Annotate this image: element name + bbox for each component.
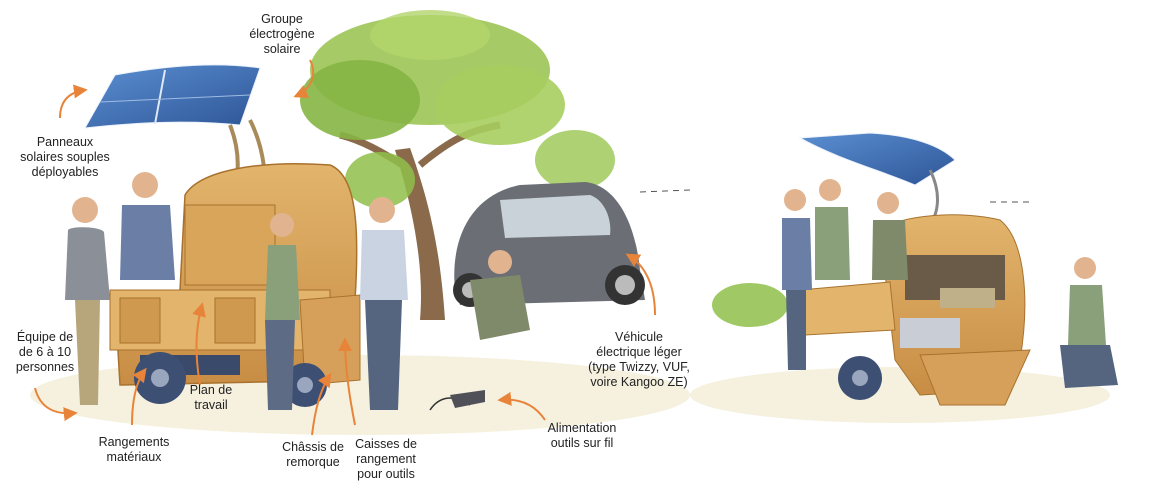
ground-wash-right (690, 367, 1110, 423)
arrow-vehicule-icon (625, 253, 656, 316)
arrow-alimentation-icon (497, 391, 546, 421)
cordless-drill (429, 390, 485, 411)
workshop-trailer (109, 163, 361, 407)
arrow-chassis-icon (311, 372, 332, 436)
people-right (782, 179, 1118, 388)
label-equipe: Équipe de de 6 à 10 personnes (15, 330, 75, 374)
label-panneaux: Panneaux solaires souples déployables (20, 135, 110, 179)
arrow-groupe-icon (293, 59, 315, 99)
bush (712, 283, 788, 327)
label-plan: Plan de travail (189, 383, 233, 412)
tree (300, 10, 615, 320)
horizon-dashes (639, 189, 1030, 203)
arrow-caisses-icon (338, 337, 356, 426)
workshop-trailer-right (799, 214, 1031, 406)
people-left (65, 172, 530, 410)
label-chassis: Châssis de remorque (282, 440, 344, 469)
label-alimentation: Alimentation outils sur fil (547, 421, 617, 450)
label-rangements: Rangements matériaux (98, 435, 170, 464)
arrow-equipe-icon (34, 387, 78, 422)
label-caisses: Caisses de rangement pour outils (355, 437, 417, 481)
label-vehicule: Véhicule électrique léger (type Twizzy, … (588, 330, 690, 389)
arrow-panneaux-icon (59, 84, 88, 119)
arrow-plan-icon (192, 302, 206, 386)
arrow-rangements-icon (131, 367, 147, 426)
label-groupe: Groupe électrogène solaire (249, 12, 315, 56)
